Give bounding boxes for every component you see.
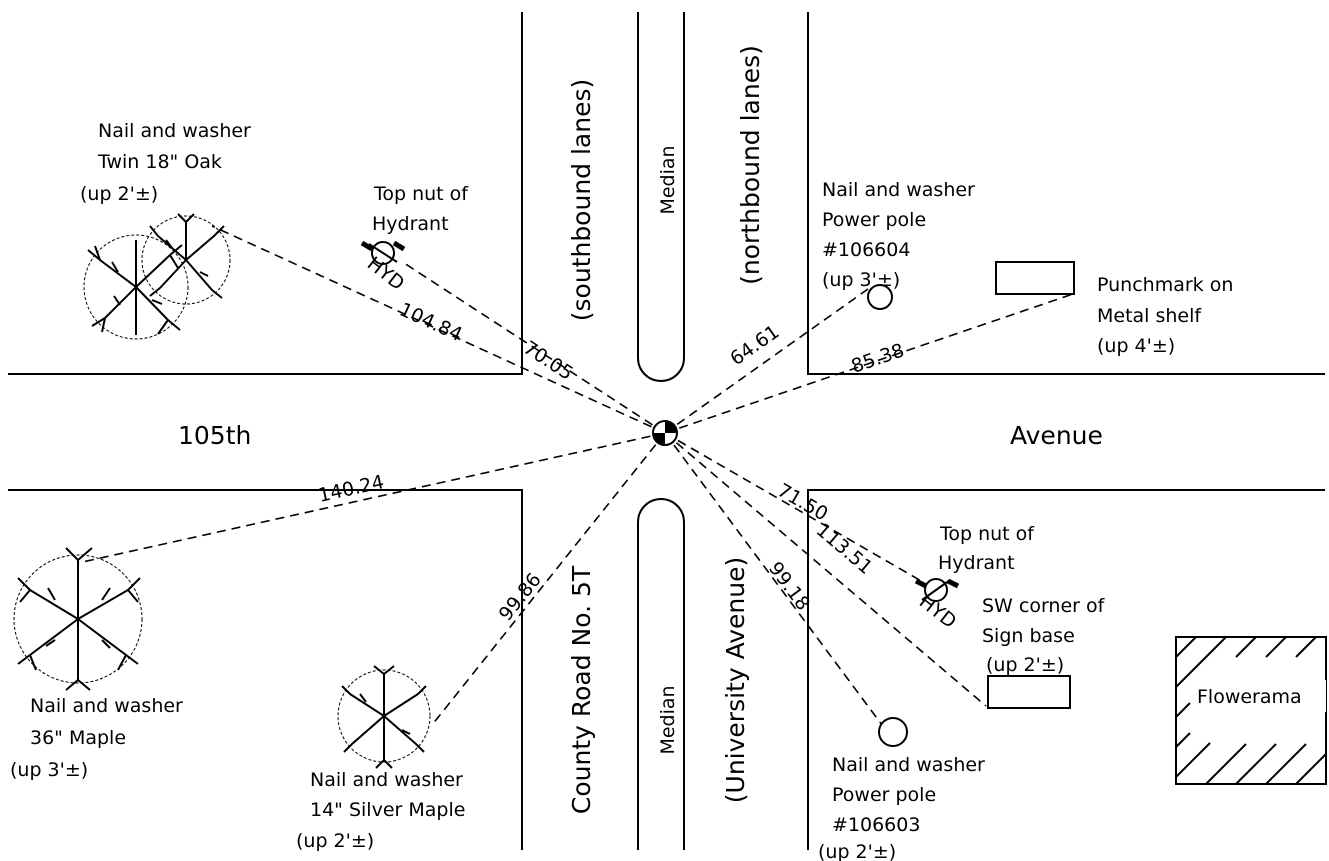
tie-line-pole-ne: [664, 288, 869, 434]
distance-shelf: 85.38: [849, 339, 908, 377]
pole-ne-label-line4: (up 3'±): [822, 269, 900, 291]
pole-se-label-line2: Power pole: [832, 784, 936, 806]
shelf-label: Punchmark on Metal shelf (up 4'±): [1097, 274, 1233, 357]
maple36-label-line3: (up 3'±): [10, 759, 88, 781]
street-label-105th: 105th: [178, 421, 251, 450]
metal-shelf-icon: [995, 261, 1075, 295]
pole-ne-label: Nail and washer Power pole #106604 (up 3…: [822, 179, 975, 291]
distance-pole-ne: 64.61: [726, 321, 783, 370]
sign-base-icon: [987, 675, 1071, 709]
maple36-label-line2: 36" Maple: [30, 727, 126, 749]
center-monument-icon: [652, 420, 678, 446]
oak-label: Nail and washer Twin 18" Oak (up 2'±): [80, 120, 251, 205]
oak-label-line3: (up 2'±): [80, 183, 158, 205]
median-south-label: Median: [657, 685, 679, 754]
pole-ne-label-line3: #106604: [822, 239, 910, 261]
sign-label-line1: SW corner of: [982, 595, 1106, 617]
distance-oak: 104.84: [396, 299, 466, 347]
tie-line-shelf: [664, 293, 1074, 434]
median-north: [637, 12, 685, 382]
maple36-label-line1: Nail and washer: [30, 695, 183, 717]
hydrant-nw-label-line2: Hydrant: [372, 213, 449, 235]
tie-line-maple36: [77, 432, 666, 564]
distance-maple36: 140.24: [316, 471, 386, 507]
twin-oak-tree-icon: [83, 213, 231, 340]
sign-label: SW corner of Sign base (up 2'±): [982, 595, 1106, 676]
silver-maple-tree-icon: [337, 665, 431, 769]
median-south: [637, 498, 685, 850]
pole-ne-label-line2: Power pole: [822, 209, 926, 231]
tie-lines: [77, 225, 1074, 726]
southbound-lanes-label: (southbound lanes): [567, 79, 596, 322]
sign-label-line3: (up 2'±): [986, 654, 1064, 676]
northbound-lanes-label: (northbound lanes): [736, 45, 765, 285]
median-north-label: Median: [657, 145, 679, 214]
maple-36-tree-icon: [13, 547, 143, 691]
pole-se-label-line3: #106603: [832, 814, 920, 836]
oak-label-line2: Twin 18" Oak: [97, 151, 222, 173]
flowerama-label: Flowerama: [1197, 686, 1302, 708]
hydrant-nw-tag: HYD: [363, 253, 408, 295]
tie-line-hydrant-se: [664, 432, 924, 583]
hydrant-nw-icon: HYD: [360, 240, 408, 295]
power-pole-se-icon: [878, 717, 908, 747]
hydrant-se-label: Top nut of Hydrant: [938, 523, 1035, 574]
shelf-label-line3: (up 4'±): [1097, 335, 1175, 357]
university-avenue-label: (University Avenue): [721, 557, 750, 803]
pole-se-label-line4: (up 2'±): [818, 841, 896, 861]
distance-pole-se: 99.18: [764, 558, 814, 615]
tie-line-pole-se: [664, 432, 883, 726]
tie-line-hydrant-nw: [403, 262, 666, 434]
tie-line-silver-maple: [431, 432, 666, 726]
se-corner-curb: [807, 489, 1325, 850]
nw-corner-curb: [8, 12, 523, 375]
shelf-label-line2: Metal shelf: [1097, 305, 1202, 327]
power-pole-ne-icon: [867, 284, 893, 310]
maple36-label: Nail and washer 36" Maple (up 3'±): [10, 695, 183, 781]
distance-hydrant-se: 71.50: [774, 479, 832, 525]
silver-maple-label-line2: 14" Silver Maple: [310, 799, 465, 821]
distance-hydrant-nw: 70.05: [519, 337, 577, 385]
silver-maple-label-line1: Nail and washer: [310, 769, 463, 791]
hydrant-se-icon: HYD: [914, 578, 960, 633]
street-label-avenue: Avenue: [1010, 421, 1103, 450]
hydrant-se-label-line2: Hydrant: [938, 552, 1015, 574]
hydrant-se-tag: HYD: [915, 591, 960, 633]
oak-label-line1: Nail and washer: [98, 120, 251, 142]
county-road-label: County Road No. 5T: [567, 565, 596, 814]
hydrant-nw-label-line1: Top nut of: [373, 183, 469, 205]
hydrant-se-label-line1: Top nut of: [939, 523, 1035, 545]
tie-line-oak: [211, 225, 666, 434]
pole-se-label-line1: Nail and washer: [832, 754, 985, 776]
distance-silver-maple: 99.86: [495, 569, 546, 625]
tie-line-sign: [664, 432, 987, 707]
sign-label-line2: Sign base: [982, 625, 1075, 647]
hydrant-nw-label: Top nut of Hydrant: [372, 183, 469, 235]
pole-ne-label-line1: Nail and washer: [822, 179, 975, 201]
ne-corner-curb: [807, 12, 1325, 375]
pole-se-label: Nail and washer Power pole #106603 (up 2…: [818, 754, 985, 861]
sw-corner-curb: [8, 489, 523, 850]
silver-maple-label: Nail and washer 14" Silver Maple (up 2'±…: [296, 769, 465, 852]
street-edges: [8, 12, 1325, 850]
flowerama-building: Flowerama: [1175, 636, 1327, 785]
shelf-label-line1: Punchmark on: [1097, 274, 1233, 296]
silver-maple-label-line3: (up 2'±): [296, 830, 374, 852]
